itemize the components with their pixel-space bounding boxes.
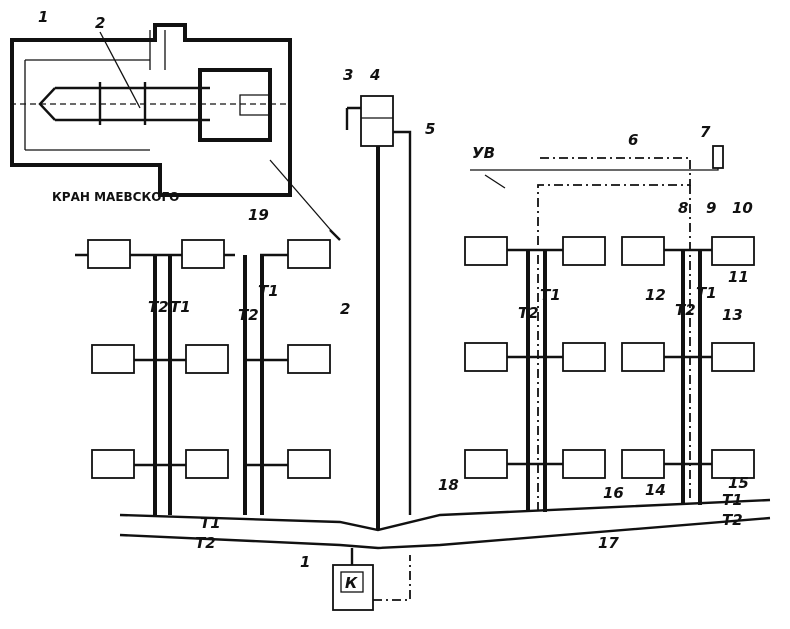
label-16: 16	[603, 484, 624, 502]
label-3: 3	[343, 66, 353, 84]
label-t1-r2: Т1	[696, 284, 717, 302]
label-13: 13	[722, 306, 743, 324]
boiler-label: К	[345, 574, 358, 592]
label-t1-main-right: Т1	[722, 491, 743, 509]
label-t1-r1: Т1	[540, 286, 561, 304]
label-t2-r2: Т2	[675, 301, 696, 319]
label-14: 14	[645, 481, 666, 499]
boiler: К 1	[300, 548, 411, 611]
left-block-radiators: Т2 Т1 Т2 Т1 19	[75, 206, 331, 515]
right-block-radiators: Т2 Т1 Т2 Т1 8 9 10 11 12 13 14 15	[464, 199, 755, 512]
label-t2-main-left: Т2	[195, 534, 216, 552]
label-4: 4	[369, 66, 380, 84]
supply-and-return-mains: Т1 Т2 Т1 Т2 16 17 18	[119, 476, 771, 552]
label-t2-r1: Т2	[518, 304, 539, 322]
label-2-inset: 2	[95, 14, 105, 32]
label-17: 17	[598, 534, 619, 552]
label-1-inset: 1	[38, 8, 48, 26]
label-15: 15	[728, 474, 749, 492]
label-8: 8	[678, 199, 688, 217]
label-5: 5	[425, 120, 435, 138]
label-18: 18	[438, 476, 459, 494]
air-vessel-7	[712, 145, 724, 169]
mayevsky-valve-inset: 1 2 КРАН МАЕВСКОГО	[10, 8, 341, 241]
label-6: 6	[628, 131, 638, 149]
label-9: 9	[706, 199, 716, 217]
label-uv: УВ	[472, 144, 495, 162]
label-2: 2	[340, 300, 350, 318]
expansion-tank: 3 4 5 2	[340, 66, 435, 530]
inset-title: КРАН МАЕВСКОГО	[52, 190, 179, 204]
label-12: 12	[645, 286, 666, 304]
air-line: УВ 6 7	[470, 123, 724, 510]
label-t1-mid: Т1	[258, 282, 279, 300]
tank-4	[360, 95, 394, 147]
label-10: 10	[732, 199, 753, 217]
label-11: 11	[728, 268, 749, 286]
label-t1-main-left: Т1	[200, 514, 221, 532]
label-1: 1	[300, 553, 310, 571]
label-19: 19	[248, 206, 269, 224]
label-t2-main-right: Т2	[722, 511, 743, 529]
label-7: 7	[700, 123, 711, 141]
label-t2-left: Т2	[148, 298, 169, 316]
label-t1-left: Т1	[170, 298, 191, 316]
label-t2-mid: Т2	[238, 306, 259, 324]
